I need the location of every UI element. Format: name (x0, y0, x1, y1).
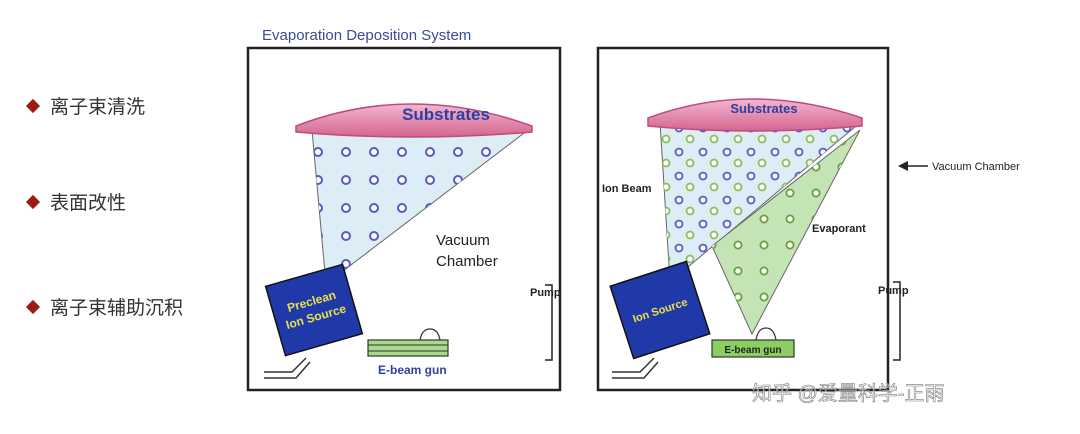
left-substrates (295, 103, 533, 138)
vacuum-chamber-arrowhead-icon (898, 161, 908, 171)
bullet-item: 离子束辅助沉积 (25, 293, 184, 320)
right-gun-crucible (755, 327, 777, 341)
left-gun-crucible (419, 328, 441, 341)
right-substrates-label: Substrates (730, 101, 797, 116)
right-ebeam-gun (711, 339, 795, 358)
left-pump-bracket (545, 284, 553, 361)
left-ion-source: Preclean Ion Source (264, 263, 364, 357)
bullet-list: 离子束清洗 表面改性 离子束辅助沉积 (25, 0, 248, 434)
left-ebeam-gun (367, 339, 449, 357)
right-evaporant-particles (712, 130, 860, 334)
left-vacuum-label-2: Chamber (436, 253, 498, 270)
bullet-text: 表面改性 (50, 192, 127, 214)
right-gun-label: E-beam gun (724, 345, 781, 356)
right-ion-beam-label: Ion Beam (602, 183, 652, 195)
right-pump-bracket (893, 281, 901, 361)
left-panel-title: Evaporation Deposition System (262, 27, 471, 44)
left-ion-beam-particles (312, 130, 528, 284)
bullet-text: 离子束辅助沉积 (50, 297, 184, 319)
left-gun-label: E-beam gun (378, 363, 447, 377)
left-pump-label: Pump (530, 287, 561, 299)
right-evaporant-label: Evaporant (812, 223, 866, 235)
left-source-stand (264, 357, 307, 373)
watermark: 知乎 @爱量科学-正雨 (752, 382, 945, 405)
left-substrates-label: Substrates (402, 105, 490, 124)
right-substrates (647, 98, 863, 132)
left-vacuum-label-1: Vacuum (436, 232, 490, 249)
right-pump-label: Pump (878, 285, 909, 297)
right-ion-source: Ion Source (609, 260, 711, 360)
bullet-item: 表面改性 (25, 188, 127, 215)
bullet-text: 离子束清洗 (50, 96, 146, 118)
right-ion-beam-particles (660, 122, 856, 282)
bullet-item: 离子束清洗 (25, 92, 146, 119)
right-vacuum-chamber-label: Vacuum Chamber (932, 161, 1020, 173)
right-source-stand (612, 357, 655, 373)
